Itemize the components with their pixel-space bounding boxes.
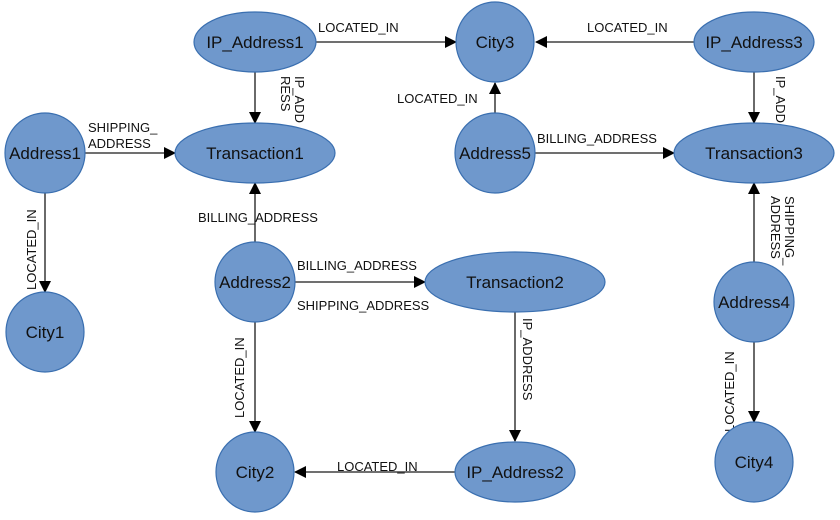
edge-label-addr4-city4: LOCATED_IN — [722, 351, 737, 432]
edge-label-ip3-tx3: IP_ADD — [773, 76, 788, 123]
node-shape — [193, 11, 317, 73]
node-label: City4 — [735, 453, 774, 472]
node-shape — [215, 431, 295, 513]
edge-label-addr1-tx1-line2: ADDRESS — [88, 136, 151, 151]
node-shape — [4, 112, 86, 194]
node-shape — [454, 112, 536, 194]
edge-label-addr5-tx3: BILLING_ADDRESS — [537, 131, 657, 146]
node-ip-address3[interactable]: IP_Address3 — [693, 11, 815, 73]
edge-label-ip3-city3: LOCATED_IN — [587, 20, 668, 35]
node-shape — [424, 251, 606, 313]
node-label: IP_Address2 — [466, 463, 563, 482]
node-address1[interactable]: Address1 — [4, 112, 86, 194]
node-transaction2[interactable]: Transaction2 — [424, 251, 606, 313]
edge-label-addr2-tx1: BILLING_ADDRESS — [198, 210, 318, 225]
node-shape — [455, 1, 535, 83]
node-label: IP_Address3 — [705, 33, 802, 52]
node-city4[interactable]: City4 — [714, 421, 794, 503]
node-ip-address2[interactable]: IP_Address2 — [454, 441, 576, 503]
node-shape — [693, 11, 815, 73]
node-address4[interactable]: Address4 — [713, 261, 795, 343]
node-shape — [713, 261, 795, 343]
node-label: City2 — [236, 463, 275, 482]
node-label: Transaction2 — [466, 273, 564, 292]
node-label: Address4 — [718, 293, 790, 312]
edges — [39, 36, 760, 478]
node-shape — [714, 421, 794, 503]
nodes: IP_Address1 City3 IP_Address3 Address1 T… — [4, 1, 835, 513]
node-address5[interactable]: Address5 — [454, 112, 536, 194]
edge-label-addr4-tx3-line2: ADDRESS — [768, 196, 783, 259]
node-label: Transaction1 — [206, 144, 304, 163]
edge-label-addr1-city1: LOCATED_IN — [24, 209, 39, 290]
node-transaction1[interactable]: Transaction1 — [174, 122, 336, 184]
node-transaction3[interactable]: Transaction3 — [673, 122, 835, 184]
node-label: Address1 — [9, 144, 81, 163]
node-shape — [454, 441, 576, 503]
node-label: City1 — [26, 323, 65, 342]
node-shape — [5, 291, 85, 373]
edge-labels: LOCATED_IN LOCATED_IN LOCATED_IN IP_ADD … — [24, 20, 797, 474]
edge-label-addr2-city2: LOCATED_IN — [232, 337, 247, 418]
node-city2[interactable]: City2 — [215, 431, 295, 513]
edge-label-addr4-tx3-line1: SHIPPING_ — [782, 196, 797, 266]
node-ip-address1[interactable]: IP_Address1 — [193, 11, 317, 73]
edge-label-addr2-tx2-shipping: SHIPPING_ADDRESS — [297, 298, 430, 313]
edge-label-ip1-tx1-line2: RESS — [278, 76, 293, 112]
node-label: Address2 — [219, 273, 291, 292]
edge-label-addr5-city3: LOCATED_IN — [397, 91, 478, 106]
edge-label-ip1-city3: LOCATED_IN — [318, 20, 399, 35]
node-shape — [673, 122, 835, 184]
node-label: IP_Address1 — [206, 33, 303, 52]
edge-label-ip2-city2: LOCATED_IN — [337, 459, 418, 474]
node-label: Address5 — [459, 144, 531, 163]
node-shape — [174, 122, 336, 184]
node-address2[interactable]: Address2 — [214, 241, 296, 323]
node-label: City3 — [476, 33, 515, 52]
node-city3[interactable]: City3 — [455, 1, 535, 83]
edge-label-addr2-tx2-billing: BILLING_ADDRESS — [297, 258, 417, 273]
node-shape — [214, 241, 296, 323]
edge-label-addr1-tx1-line1: SHIPPING_ — [88, 120, 158, 135]
node-label: Transaction3 — [705, 144, 803, 163]
edge-label-tx2-ip2: IP_ADDRESS — [520, 318, 535, 401]
edge-label-ip1-tx1-line1: IP_ADD — [292, 76, 307, 123]
node-city1[interactable]: City1 — [5, 291, 85, 373]
